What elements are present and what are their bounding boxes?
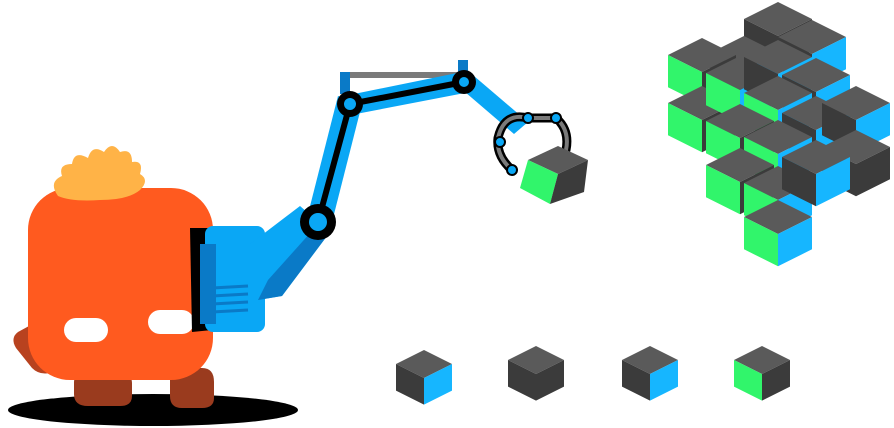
robot-body: [28, 188, 213, 380]
arm-upper-rod: [315, 101, 353, 225]
structure-cube: [744, 200, 812, 267]
held-cube: [520, 146, 588, 204]
cube-structure: [668, 2, 890, 267]
robot-hair: [53, 146, 146, 201]
arm-top-left-post: [340, 72, 350, 94]
robotic-arm: [190, 60, 588, 332]
structure-cube: [782, 140, 850, 207]
arm-joint-shoulder: [337, 91, 363, 117]
robot: [28, 146, 213, 380]
loose-cubes-row: [396, 346, 790, 405]
loose-cube: [622, 346, 678, 401]
arm-gripper: [493, 112, 572, 176]
arm-joint-elbow: [300, 204, 336, 240]
loose-cube: [734, 346, 790, 401]
arm-base-housing: [205, 226, 265, 332]
robot-right-eye: [148, 310, 194, 334]
arm-base-vents: [211, 284, 249, 314]
robot-shadow: [8, 394, 298, 426]
robot-left-eye: [64, 318, 108, 342]
loose-cube: [508, 346, 564, 401]
arm-lower-shade: [258, 222, 330, 300]
arm-top-bar: [340, 72, 468, 78]
loose-cube: [396, 350, 452, 405]
arm-joint-wrist: [452, 70, 476, 94]
arm-horizontal-rod: [347, 79, 467, 107]
